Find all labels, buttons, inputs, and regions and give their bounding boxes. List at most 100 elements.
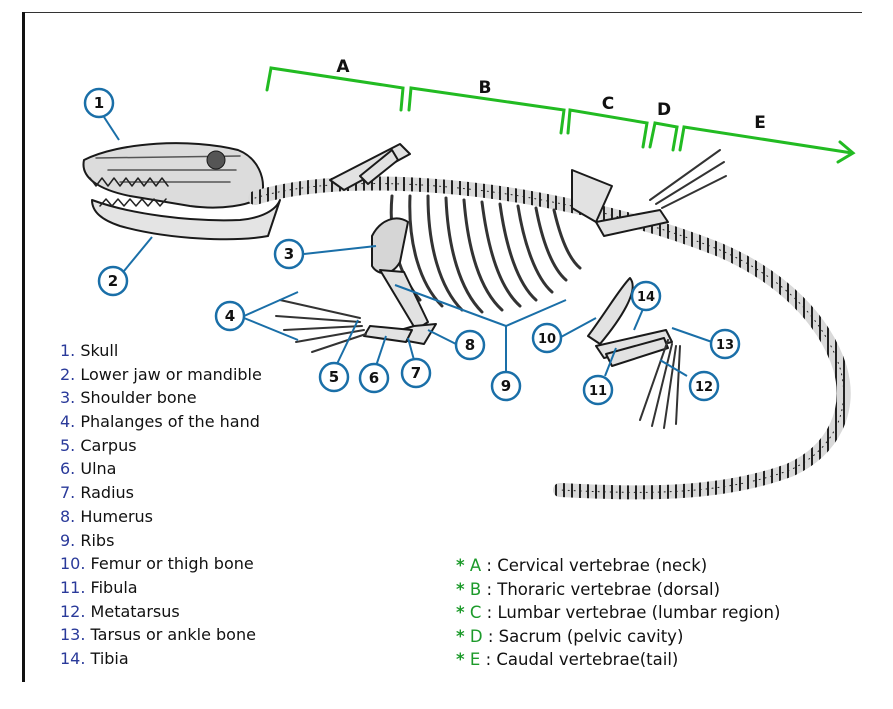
raised-forelimb-shape [329, 143, 411, 191]
forelimb-shape [363, 269, 437, 345]
mandible-shape [91, 198, 281, 241]
bone-legend-item: 6. Ulna [60, 459, 262, 483]
legend-number: 11. [60, 577, 86, 597]
callout-7: 7 [411, 364, 421, 382]
hindlimb-shape [571, 169, 673, 367]
bone-legend-item: 10. Femur or thigh bone [60, 554, 262, 578]
legend-number: 14. [60, 648, 86, 668]
legend-bone-name: Tibia [90, 648, 129, 668]
bone-legend-item: 9. Ribs [60, 531, 262, 555]
segment-description: : Cervical vertebrae (neck) [481, 556, 708, 575]
legend-bone-name: Metatarsus [90, 601, 180, 621]
legend-bone-name: Skull [80, 341, 119, 360]
bone-legend-item: 2. Lower jaw or mandible [60, 365, 262, 389]
frame-top-border [22, 12, 862, 13]
segment-letter: A [469, 556, 482, 575]
segment-label-d: D [657, 100, 671, 120]
legend-bone-name: Carpus [80, 435, 137, 455]
callout-13: 13 [716, 338, 734, 353]
legend-bone-name: Shoulder bone [80, 388, 197, 408]
legend-bone-name: Tarsus or ankle bone [90, 625, 256, 645]
callout-3: 3 [284, 245, 294, 263]
bone-legend-item: 12. Metatarsus [60, 602, 262, 626]
legend-bone-name: Ribs [80, 530, 115, 550]
segment-description: : Thoraric vertebrae (dorsal) [481, 579, 721, 599]
bone-legend-item: 11. Fibula [60, 578, 262, 602]
callout-11: 11 [589, 384, 607, 399]
asterisk-mark: * [456, 603, 465, 623]
segment-label-b: B [479, 78, 492, 98]
legend-number: 5. [60, 435, 76, 455]
foot-shape [639, 149, 727, 429]
legend-number: 1. [60, 341, 76, 360]
callout-14: 14 [637, 290, 655, 305]
segment-letter: E [469, 650, 481, 670]
asterisk-mark: * [456, 650, 465, 670]
callout-badges [83, 87, 741, 406]
segment-description: : Sacrum (pelvic cavity) [482, 626, 684, 646]
asterisk-mark: * [456, 556, 465, 575]
callout-4: 4 [225, 307, 235, 325]
bone-legend-item: 5. Carpus [60, 436, 262, 460]
bone-legend-item: 4. Phalanges of the hand [60, 412, 262, 436]
callout-numbers: 1 2 3 4 5 6 7 8 9 10 11 12 13 14 [94, 94, 734, 399]
legend-bone-name: Phalanges of the hand [80, 412, 260, 432]
callout-leader-lines [103, 116, 713, 377]
vertebrae-legend: * A : Cervical vertebrae (neck) * B : Th… [456, 556, 780, 674]
asterisk-mark: * [456, 626, 465, 646]
bone-legend-item: 13. Tarsus or ankle bone [60, 625, 262, 649]
legend-bone-name: Humerus [80, 506, 154, 526]
legend-number: 6. [60, 459, 76, 479]
bone-legend-item: 14. Tibia [60, 649, 262, 673]
vertebrae-legend-item: * D : Sacrum (pelvic cavity) [456, 627, 780, 651]
legend-bone-name: Radius [80, 483, 135, 503]
segment-letter: D [469, 626, 483, 646]
callout-1: 1 [94, 94, 104, 112]
segment-label-e: E [754, 113, 766, 133]
crocodile-skeleton [82, 142, 851, 500]
vertebrae-segment-bracket [265, 66, 856, 164]
segment-label-c: C [602, 94, 614, 114]
vertebrae-legend-item: * A : Cervical vertebrae (neck) [456, 556, 780, 580]
bone-legend-item: 3. Shoulder bone [60, 388, 262, 412]
vertebrae-legend-item: * B : Thoraric vertebrae (dorsal) [456, 580, 780, 604]
segment-description: : Caudal vertebrae(tail) [480, 650, 679, 670]
callout-6: 6 [369, 369, 379, 387]
legend-number: 8. [60, 506, 76, 526]
frame-left-border [22, 12, 25, 682]
vertebrae-legend-item: * C : Lumbar vertebrae (lumbar region) [456, 603, 780, 627]
asterisk-mark: * [456, 579, 465, 599]
legend-bone-name: Ulna [80, 459, 117, 479]
segment-label-a: A [336, 57, 350, 77]
legend-number: 2. [60, 364, 76, 384]
skull-shape [82, 142, 264, 209]
legend-number: 13. [60, 625, 86, 645]
legend-bone-name: Lower jaw or mandible [80, 364, 262, 384]
segment-letter: C [469, 603, 482, 623]
vertebrae-legend-item: * E : Caudal vertebrae(tail) [456, 650, 780, 674]
shoulder-shape [371, 217, 409, 274]
bone-legend: 1. Skull 2. Lower jaw or mandible 3. Sho… [60, 341, 262, 673]
ribs-shape [389, 194, 582, 314]
legend-number: 7. [60, 483, 76, 503]
bone-legend-item: 8. Humerus [60, 507, 262, 531]
hand-phalanges-shape [275, 299, 367, 353]
legend-number: 3. [60, 388, 76, 408]
callout-9: 9 [501, 377, 511, 395]
bone-legend-item: 7. Radius [60, 483, 262, 507]
legend-number: 9. [60, 530, 76, 550]
bone-legend-item: 1. Skull [60, 341, 262, 365]
callout-2: 2 [108, 272, 118, 290]
segment-letter: B [469, 579, 482, 599]
legend-bone-name: Fibula [90, 577, 138, 597]
legend-number: 4. [60, 412, 76, 432]
legend-number: 12. [60, 601, 86, 621]
callout-5: 5 [329, 368, 339, 386]
callout-10: 10 [538, 332, 556, 347]
legend-number: 10. [60, 554, 86, 574]
callout-12: 12 [695, 380, 713, 395]
legend-bone-name: Femur or thigh bone [90, 554, 254, 574]
callout-8: 8 [465, 336, 475, 354]
segment-description: : Lumbar vertebrae (lumbar region) [481, 603, 781, 623]
